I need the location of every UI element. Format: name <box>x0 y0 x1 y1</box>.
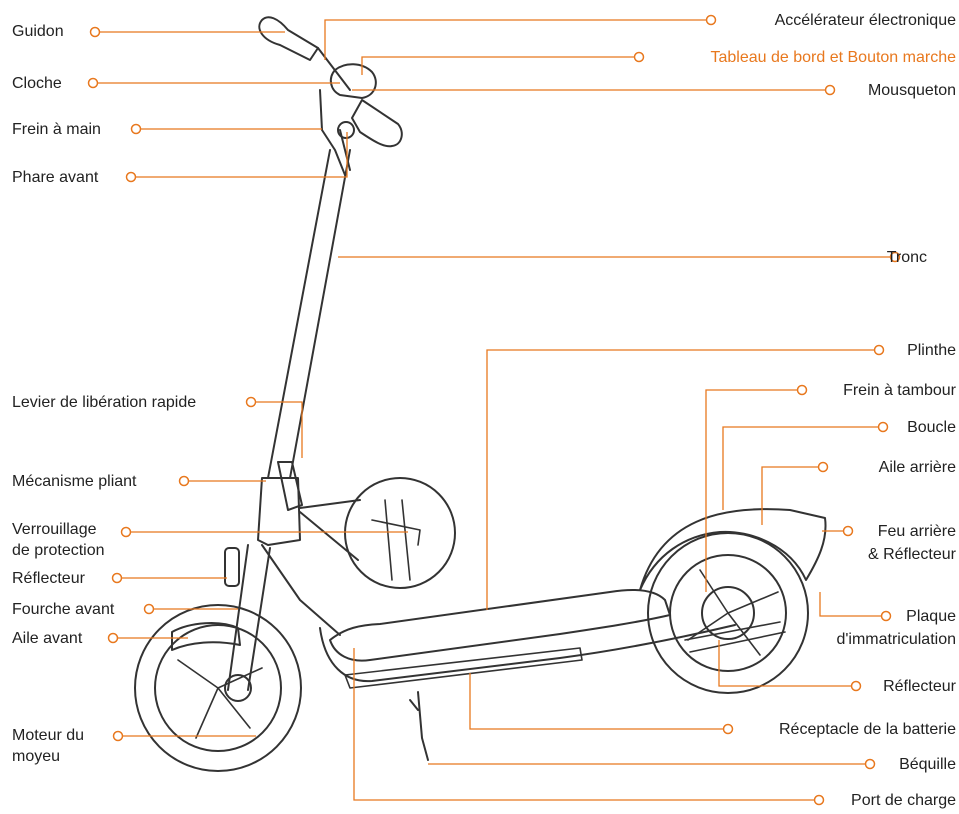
leader-batterie <box>469 673 723 730</box>
label-feu-line1: Feu arrière <box>877 523 956 540</box>
front-hub <box>224 674 252 702</box>
leader-frein-tambour <box>705 389 797 592</box>
label-moteur-line2: moyeu <box>12 748 61 765</box>
label-batterie: Réceptacle de la batterie <box>779 721 956 738</box>
label-levier: Levier de libération rapide <box>12 394 197 411</box>
front-fork <box>227 544 271 691</box>
label-tableau: Tableau de bord et Bouton marche <box>710 49 957 66</box>
label-guidon: Guidon <box>12 23 64 40</box>
label-verrou-line2: de protection <box>12 542 105 559</box>
label-frein-tambour: Frein à tambour <box>843 382 956 399</box>
leader-levier <box>256 401 303 458</box>
stem <box>267 149 351 479</box>
label-feu-line2: & Réflecteur <box>867 546 956 563</box>
rear-fender <box>639 508 827 591</box>
label-reflecteur-arriere: Réflecteur <box>883 678 956 695</box>
label-port: Port de charge <box>851 792 956 809</box>
rear-wheel <box>647 532 809 694</box>
front-fender <box>171 622 241 651</box>
right-grip <box>351 99 403 148</box>
front-wheel <box>134 604 302 772</box>
deck <box>329 589 671 662</box>
kickstand <box>409 691 429 761</box>
leader-port <box>353 648 814 801</box>
label-moteur-line1: Moteur du <box>12 727 85 744</box>
label-phare: Phare avant <box>12 169 99 186</box>
label-fourche: Fourche avant <box>12 601 115 618</box>
leader-boucle <box>722 426 878 510</box>
front-wheel-rim <box>154 624 282 752</box>
label-boucle: Boucle <box>907 419 956 436</box>
front-reflector-shape <box>224 547 240 587</box>
label-mousqueton: Mousqueton <box>867 82 956 99</box>
label-verrou-line1: Verrouillage <box>12 521 97 538</box>
leader-plaque <box>819 592 881 617</box>
label-plinthe: Plinthe <box>907 342 956 359</box>
leader-reflecteur-arriere <box>718 640 851 687</box>
label-frein-main: Frein à main <box>12 121 101 138</box>
label-plaque-line2: d'immatriculation <box>836 631 956 648</box>
label-cloche: Cloche <box>12 75 62 92</box>
label-bequille: Béquille <box>899 756 956 773</box>
fold-detail-inset <box>344 477 456 589</box>
leader-phare <box>136 132 348 178</box>
leader-aile-arriere <box>761 466 818 525</box>
label-mecanisme: Mécanisme pliant <box>12 473 137 490</box>
leader-tableau <box>361 56 634 75</box>
label-reflecteur-avant: Réflecteur <box>12 570 85 587</box>
label-accelerateur: Accélérateur électronique <box>774 12 956 29</box>
label-plaque-line1: Plaque <box>906 608 956 625</box>
rear-hub <box>701 586 755 640</box>
left-grip <box>258 16 319 61</box>
leader-plinthe <box>486 349 874 610</box>
label-aile-avant: Aile avant <box>12 630 83 647</box>
leader-accelerateur <box>324 19 706 60</box>
label-aile-arriere: Aile arrière <box>878 459 956 476</box>
label-tronc: Tronc <box>886 249 927 266</box>
